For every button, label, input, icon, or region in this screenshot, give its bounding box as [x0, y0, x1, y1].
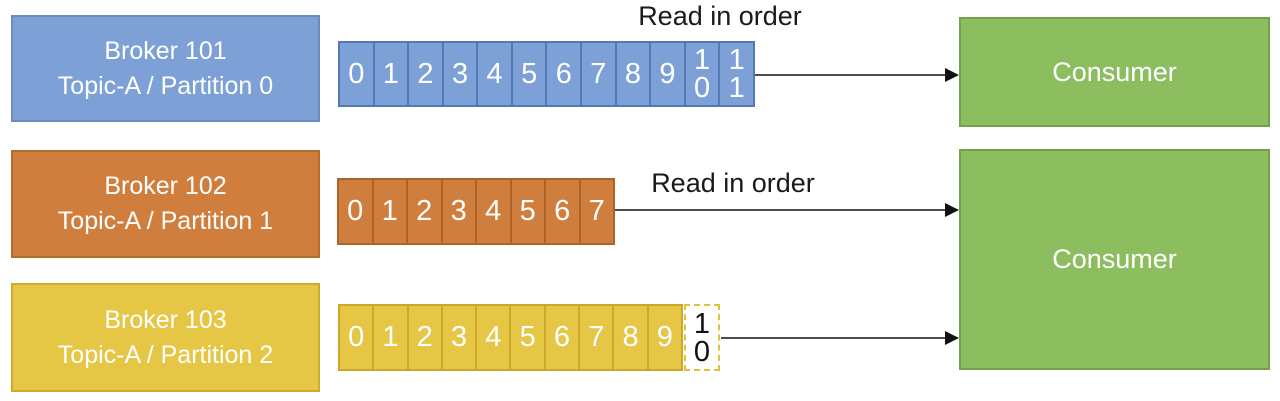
partition-cell: 5 [510, 43, 546, 105]
partition-cell: 4 [475, 180, 510, 243]
partition-cell: 5 [509, 306, 543, 369]
flow-arrow-2 [615, 202, 959, 218]
arrow-line [755, 74, 950, 76]
partition-cell: 5 [509, 180, 545, 243]
broker-box-102: Broker 102 Topic-A / Partition 1 [11, 150, 320, 258]
partition-cell: 1 [372, 306, 406, 369]
arrowhead-icon [945, 68, 959, 82]
partition-cell: 6 [545, 43, 580, 105]
arrow-line [615, 209, 950, 211]
partition-cell: 6 [544, 180, 579, 243]
partition-cell: 8 [612, 306, 646, 369]
partition-cell: 4 [476, 43, 511, 105]
broker-title: Broker 103 [104, 305, 227, 334]
broker-subtitle: Topic-A / Partition 2 [57, 340, 274, 369]
flow-arrow-1 [755, 67, 959, 83]
broker-title: Broker 101 [104, 36, 227, 65]
partition-cell: 1 [371, 180, 407, 243]
partition-cell: 7 [578, 180, 614, 243]
partition-cell: 9 [649, 43, 684, 105]
broker-subtitle: Topic-A / Partition 0 [57, 71, 274, 100]
consumer-label: Consumer [1052, 244, 1177, 274]
arrowhead-icon [945, 203, 959, 217]
partition-cell: 7 [578, 306, 612, 369]
partition-cell: 2 [406, 306, 441, 369]
read-in-order-label-1: Read in order [638, 1, 802, 31]
partition-cell: 8 [614, 43, 650, 105]
arrowhead-icon [945, 331, 959, 345]
broker-box-101: Broker 101 Topic-A / Partition 0 [11, 15, 320, 122]
broker-subtitle: Topic-A / Partition 1 [57, 207, 274, 235]
partition-cell: 3 [441, 43, 477, 105]
partition-cell: 4 [475, 306, 509, 369]
partition-cell: 1 [372, 43, 408, 105]
read-in-order-label-2: Read in order [651, 168, 815, 198]
partition-cell: 0 [347, 195, 364, 227]
consumer-box-1: Consumer [959, 17, 1270, 127]
partition-cell: 0 [348, 57, 365, 90]
partition-cell: 0 [348, 321, 365, 353]
partition-cell: 3 [440, 180, 476, 243]
flow-arrow-3 [721, 330, 959, 346]
arrow-line [721, 337, 950, 339]
partition-cell: 7 [580, 43, 615, 105]
partition-cell: 2 [406, 180, 441, 243]
partition-cell: 3 [440, 306, 475, 369]
partition-cell: 6 [543, 306, 578, 369]
consumer-label: Consumer [1052, 56, 1177, 87]
broker-box-103: Broker 103 Topic-A / Partition 2 [11, 283, 320, 392]
broker-title: Broker 102 [104, 172, 227, 200]
partition-cell: 9 [646, 306, 681, 369]
consumer-box-2: Consumer [959, 149, 1270, 370]
partition-cell: 2 [407, 43, 442, 105]
